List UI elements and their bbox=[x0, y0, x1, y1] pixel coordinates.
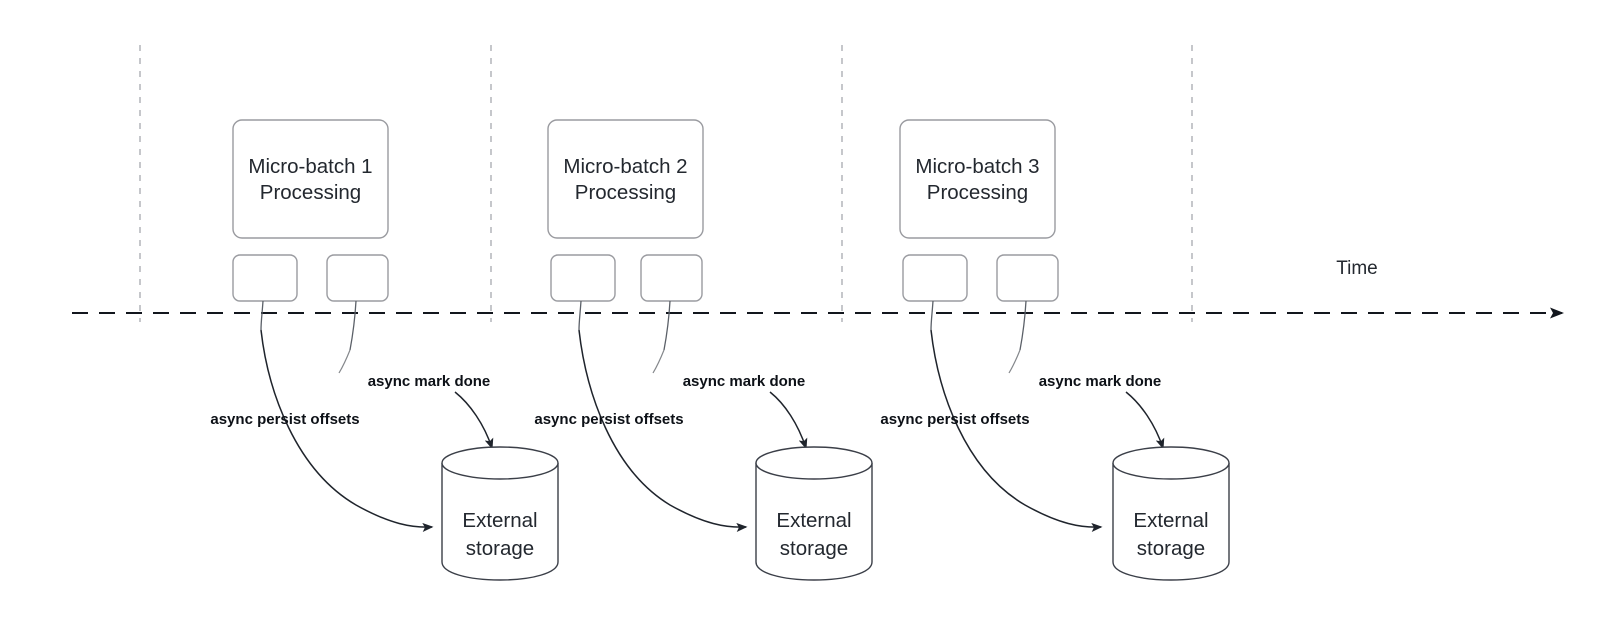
stub-persist-3 bbox=[930, 300, 934, 331]
micro-batch-1-label-line1: Micro-batch 1 bbox=[248, 155, 372, 178]
external-storage-top-3 bbox=[1112, 446, 1230, 480]
stub-mark-1 bbox=[349, 300, 357, 351]
external-storage-body-2 bbox=[755, 463, 873, 581]
task-box-mark-2[interactable] bbox=[640, 254, 703, 302]
micro-batch-group-3: Micro-batch 3 Processing async persist o… bbox=[880, 119, 1230, 581]
external-storage-top-2 bbox=[755, 446, 873, 480]
stub-persist-1 bbox=[260, 300, 264, 331]
external-storage-label-1-line1: External bbox=[462, 509, 537, 532]
edge-label-mark-done-1: async mark done bbox=[368, 373, 491, 390]
edge-label-mark-done-2: async mark done bbox=[683, 373, 806, 390]
edge-label-mark-done-3: async mark done bbox=[1039, 373, 1162, 390]
micro-batch-group-1: Micro-batch 1 Processing async persist o… bbox=[210, 119, 559, 581]
micro-batch-3-label-line2: Processing bbox=[927, 181, 1028, 204]
flow-mark-done-faint-3 bbox=[1008, 349, 1021, 374]
edge-label-persist-offsets-3: async persist offsets bbox=[880, 411, 1029, 428]
external-storage-top-1 bbox=[441, 446, 559, 480]
stub-mark-3 bbox=[1019, 300, 1027, 351]
micro-batch-group-2: Micro-batch 2 Processing async persist o… bbox=[534, 119, 873, 581]
micro-batch-3-box[interactable] bbox=[899, 119, 1056, 239]
micro-batch-3-label-line1: Micro-batch 3 bbox=[915, 155, 1039, 178]
flow-persist-offsets-2 bbox=[578, 329, 748, 532]
flow-persist-offsets-3 bbox=[930, 329, 1103, 532]
external-storage-label-3-line2: storage bbox=[1137, 537, 1205, 560]
task-box-mark-3[interactable] bbox=[996, 254, 1059, 302]
stub-mark-2 bbox=[663, 300, 671, 351]
flow-persist-offsets-1 bbox=[260, 329, 434, 532]
flow-mark-done-2 bbox=[769, 391, 808, 450]
micro-batch-2-label-line2: Processing bbox=[575, 181, 676, 204]
stub-persist-2 bbox=[578, 300, 582, 331]
external-storage-label-3-line1: External bbox=[1133, 509, 1208, 532]
flow-mark-done-faint-2 bbox=[652, 349, 665, 374]
edge-label-persist-offsets-2: async persist offsets bbox=[534, 411, 683, 428]
task-box-persist-3[interactable] bbox=[902, 254, 968, 302]
time-axis-label: Time bbox=[1336, 258, 1378, 279]
external-storage-label-2-line1: External bbox=[776, 509, 851, 532]
micro-batch-2-box[interactable] bbox=[547, 119, 704, 239]
external-storage-body-1 bbox=[441, 463, 559, 581]
task-box-persist-2[interactable] bbox=[550, 254, 616, 302]
micro-batch-1-label-line2: Processing bbox=[260, 181, 361, 204]
external-storage-label-2-line2: storage bbox=[780, 537, 848, 560]
edge-label-persist-offsets-1: async persist offsets bbox=[210, 411, 359, 428]
micro-batch-2-label-line1: Micro-batch 2 bbox=[563, 155, 687, 178]
flow-mark-done-1 bbox=[454, 391, 494, 450]
flow-mark-done-faint-1 bbox=[338, 349, 351, 374]
task-box-mark-1[interactable] bbox=[326, 254, 389, 302]
task-box-persist-1[interactable] bbox=[232, 254, 298, 302]
external-storage-label-1-line2: storage bbox=[466, 537, 534, 560]
flow-mark-done-3 bbox=[1125, 391, 1165, 450]
micro-batch-1-box[interactable] bbox=[232, 119, 389, 239]
external-storage-body-3 bbox=[1112, 463, 1230, 581]
time-axis: Time bbox=[72, 258, 1564, 319]
